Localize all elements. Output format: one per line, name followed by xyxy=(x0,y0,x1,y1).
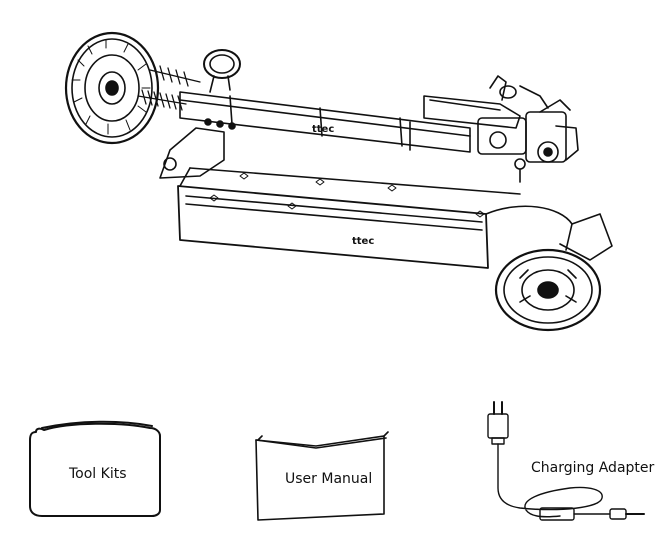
folded-scooter-illustration: ttec xyxy=(64,31,613,332)
rear-fender xyxy=(485,205,613,261)
scooter-deck xyxy=(177,167,521,269)
charging-adapter-label: Charging Adapter xyxy=(531,460,655,476)
toolkit-label: Tool Kits xyxy=(69,466,127,482)
handle-bell xyxy=(203,49,241,93)
rear-wheel xyxy=(494,248,602,332)
handlebar-cluster xyxy=(423,75,579,183)
manual-label: User Manual xyxy=(285,471,373,487)
stem-brand-logo: ttec xyxy=(312,124,334,135)
suspension-spring xyxy=(137,65,201,111)
folded-stem xyxy=(179,91,471,153)
front-wheel xyxy=(64,31,160,145)
deck-brand-logo: ttec xyxy=(352,236,374,247)
folding-hinge xyxy=(159,118,236,179)
